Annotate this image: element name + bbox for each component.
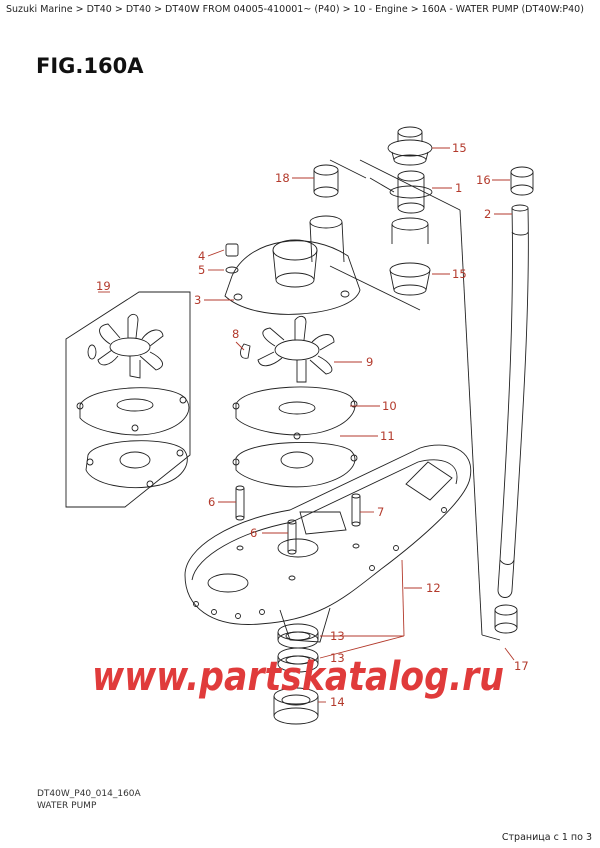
oil-seal-13-upper xyxy=(277,623,319,649)
callout-10[interactable]: 10 xyxy=(382,399,397,413)
oil-seal-13-lower xyxy=(277,647,319,673)
callout-6-center[interactable]: 6 xyxy=(250,526,257,540)
callout-3[interactable]: 3 xyxy=(194,293,201,307)
leader-lines xyxy=(98,147,515,703)
grommet-17 xyxy=(494,604,518,634)
callout-16[interactable]: 16 xyxy=(476,173,491,187)
callout-17[interactable]: 17 xyxy=(514,659,529,673)
washer-5 xyxy=(225,266,239,274)
callout-18[interactable]: 18 xyxy=(275,171,290,185)
callout-7[interactable]: 7 xyxy=(377,505,384,519)
spare-parts-set-outline xyxy=(65,291,191,508)
callout-6-left[interactable]: 6 xyxy=(208,495,215,509)
watermark: www.partskatalog.ru xyxy=(92,654,504,700)
callout-12[interactable]: 12 xyxy=(426,581,441,595)
stud-6-center xyxy=(287,519,297,581)
assembly-lines xyxy=(329,159,501,641)
stud-7 xyxy=(351,493,361,549)
callout-15-lower[interactable]: 15 xyxy=(452,267,467,281)
callout-labels: 15 1 18 16 2 4 5 15 19 3 8 9 10 11 6 7 6… xyxy=(96,141,529,709)
callout-15-upper[interactable]: 15 xyxy=(452,141,467,155)
gasket-11 xyxy=(232,441,358,488)
stud-6-left xyxy=(235,485,245,551)
callout-13-lower[interactable]: 13 xyxy=(330,651,345,665)
pump-case xyxy=(224,215,361,315)
seal-18 xyxy=(313,164,339,198)
callout-9[interactable]: 9 xyxy=(366,355,373,369)
callout-5[interactable]: 5 xyxy=(198,263,205,277)
callout-1[interactable]: 1 xyxy=(455,181,462,195)
figure-name: WATER PUMP xyxy=(37,801,97,811)
bearing-14 xyxy=(273,687,319,725)
water-tube-2 xyxy=(497,204,529,598)
gasket-spare-upper xyxy=(76,387,190,436)
impeller-9 xyxy=(257,315,335,383)
lower-plate-12 xyxy=(184,444,472,643)
callout-2[interactable]: 2 xyxy=(484,207,491,221)
gasket-spare-lower xyxy=(85,440,188,488)
key-8 xyxy=(240,343,251,359)
water-tube-1 xyxy=(389,170,433,214)
breadcrumb: Suzuki Marine > DT40 > DT40 > DT40W FROM… xyxy=(6,4,584,15)
callout-11[interactable]: 11 xyxy=(380,429,395,443)
grommet-15-lower xyxy=(389,217,431,296)
callout-19[interactable]: 19 xyxy=(96,279,111,293)
callout-14[interactable]: 14 xyxy=(330,695,345,709)
grommet-16 xyxy=(510,166,534,196)
callout-4[interactable]: 4 xyxy=(198,249,205,263)
grommet-15-upper xyxy=(387,126,433,166)
impeller-spare xyxy=(87,313,164,379)
figure-code: DT40W_P40_014_160A xyxy=(37,789,141,799)
nut-4 xyxy=(225,243,239,257)
callout-8[interactable]: 8 xyxy=(232,327,239,341)
page-indicator: Страница с 1 по 3 xyxy=(501,832,592,843)
figure-title: FIG.160A xyxy=(36,54,144,78)
callout-13-upper[interactable]: 13 xyxy=(330,629,345,643)
gasket-10 xyxy=(232,386,358,440)
